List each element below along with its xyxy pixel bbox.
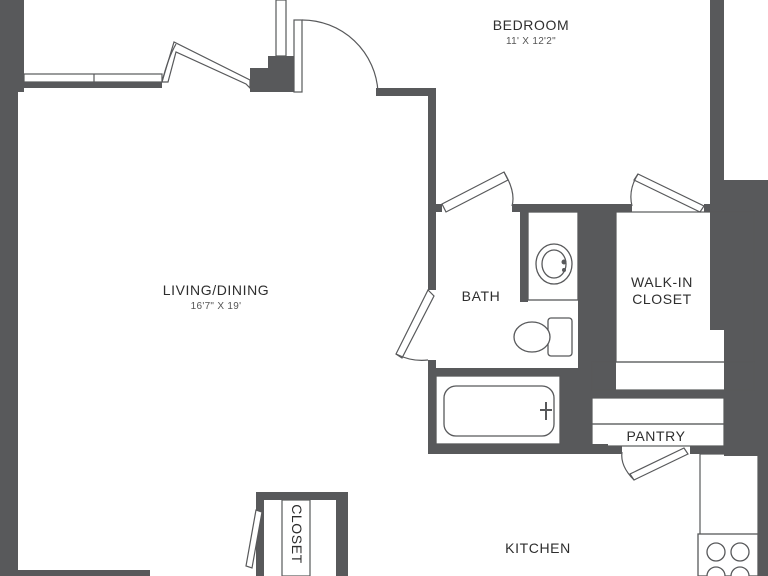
walk-in-closet-label-line2: CLOSET (632, 291, 692, 307)
bath-side-door-leaf (395, 288, 435, 359)
entry-pier (250, 56, 294, 92)
bath-vanity-wall (520, 212, 528, 302)
closet-divider (592, 212, 616, 392)
living-bath-wall-lower (428, 360, 436, 452)
coat-closet-walls (256, 492, 348, 576)
pantry-bottom-wall-right (690, 446, 758, 454)
bottom-left-wall (18, 570, 150, 576)
living-dining-dimensions: 16'7" X 19' (191, 301, 242, 312)
pantry-label: PANTRY (626, 428, 685, 444)
living-bath-wall (428, 206, 436, 290)
coat-closet-door-leaf (245, 509, 263, 569)
bath-closet-wall (578, 212, 592, 392)
pantry-room (591, 423, 725, 447)
right-exterior-wall (710, 0, 724, 210)
bedroom-left-wall (376, 88, 436, 206)
coat-closet-shelf (281, 499, 311, 576)
left-exterior-wall (0, 0, 24, 92)
pantry-bottom-wall (592, 446, 622, 454)
bedroom-window (275, 0, 287, 57)
closet-top-wall (592, 204, 632, 212)
living-dining-label: LIVING/DINING (163, 282, 270, 298)
pantry-shelf (591, 397, 725, 425)
bath-top-wall (436, 204, 442, 212)
pantry-door-leaf (629, 447, 689, 481)
toilet-tank-icon (547, 317, 573, 357)
bath-bottom-wall (428, 444, 608, 454)
kitchen-label: KITCHEN (505, 540, 571, 556)
bath-top-wall-right (512, 204, 632, 212)
bedroom-door-swing (301, 19, 379, 93)
kitchen-counter (699, 453, 759, 576)
walk-in-shelf-lower (591, 361, 755, 391)
fixtures (435, 211, 759, 576)
bath-label: BATH (462, 288, 501, 304)
room-labels: BEDROOM 11' X 12'2" LIVING/DINING 16'7" … (163, 17, 693, 564)
left-exterior-wall-lower (0, 92, 18, 576)
closet-label: CLOSET (289, 504, 305, 564)
living-top-wall (24, 82, 162, 88)
partitions (591, 211, 755, 447)
closet-top-wall-right (704, 204, 724, 212)
walk-in-door-leaf (633, 173, 705, 213)
doors (161, 19, 705, 569)
tub-surround-right (560, 376, 592, 452)
bath-door-leaf (441, 171, 509, 213)
bedroom-door-leaf (293, 19, 303, 93)
bedroom-dimensions: 11' X 12'2" (506, 36, 556, 47)
pantry-top-wall (592, 390, 758, 398)
bedroom-label: BEDROOM (493, 17, 570, 33)
walk-in-closet-label-line1: WALK-IN (631, 274, 693, 290)
right-pillar (710, 180, 768, 576)
living-window (23, 73, 163, 83)
toilet-bowl-icon (513, 321, 551, 353)
bath-lower-wall (428, 368, 592, 376)
living-door-leaf (161, 41, 251, 90)
